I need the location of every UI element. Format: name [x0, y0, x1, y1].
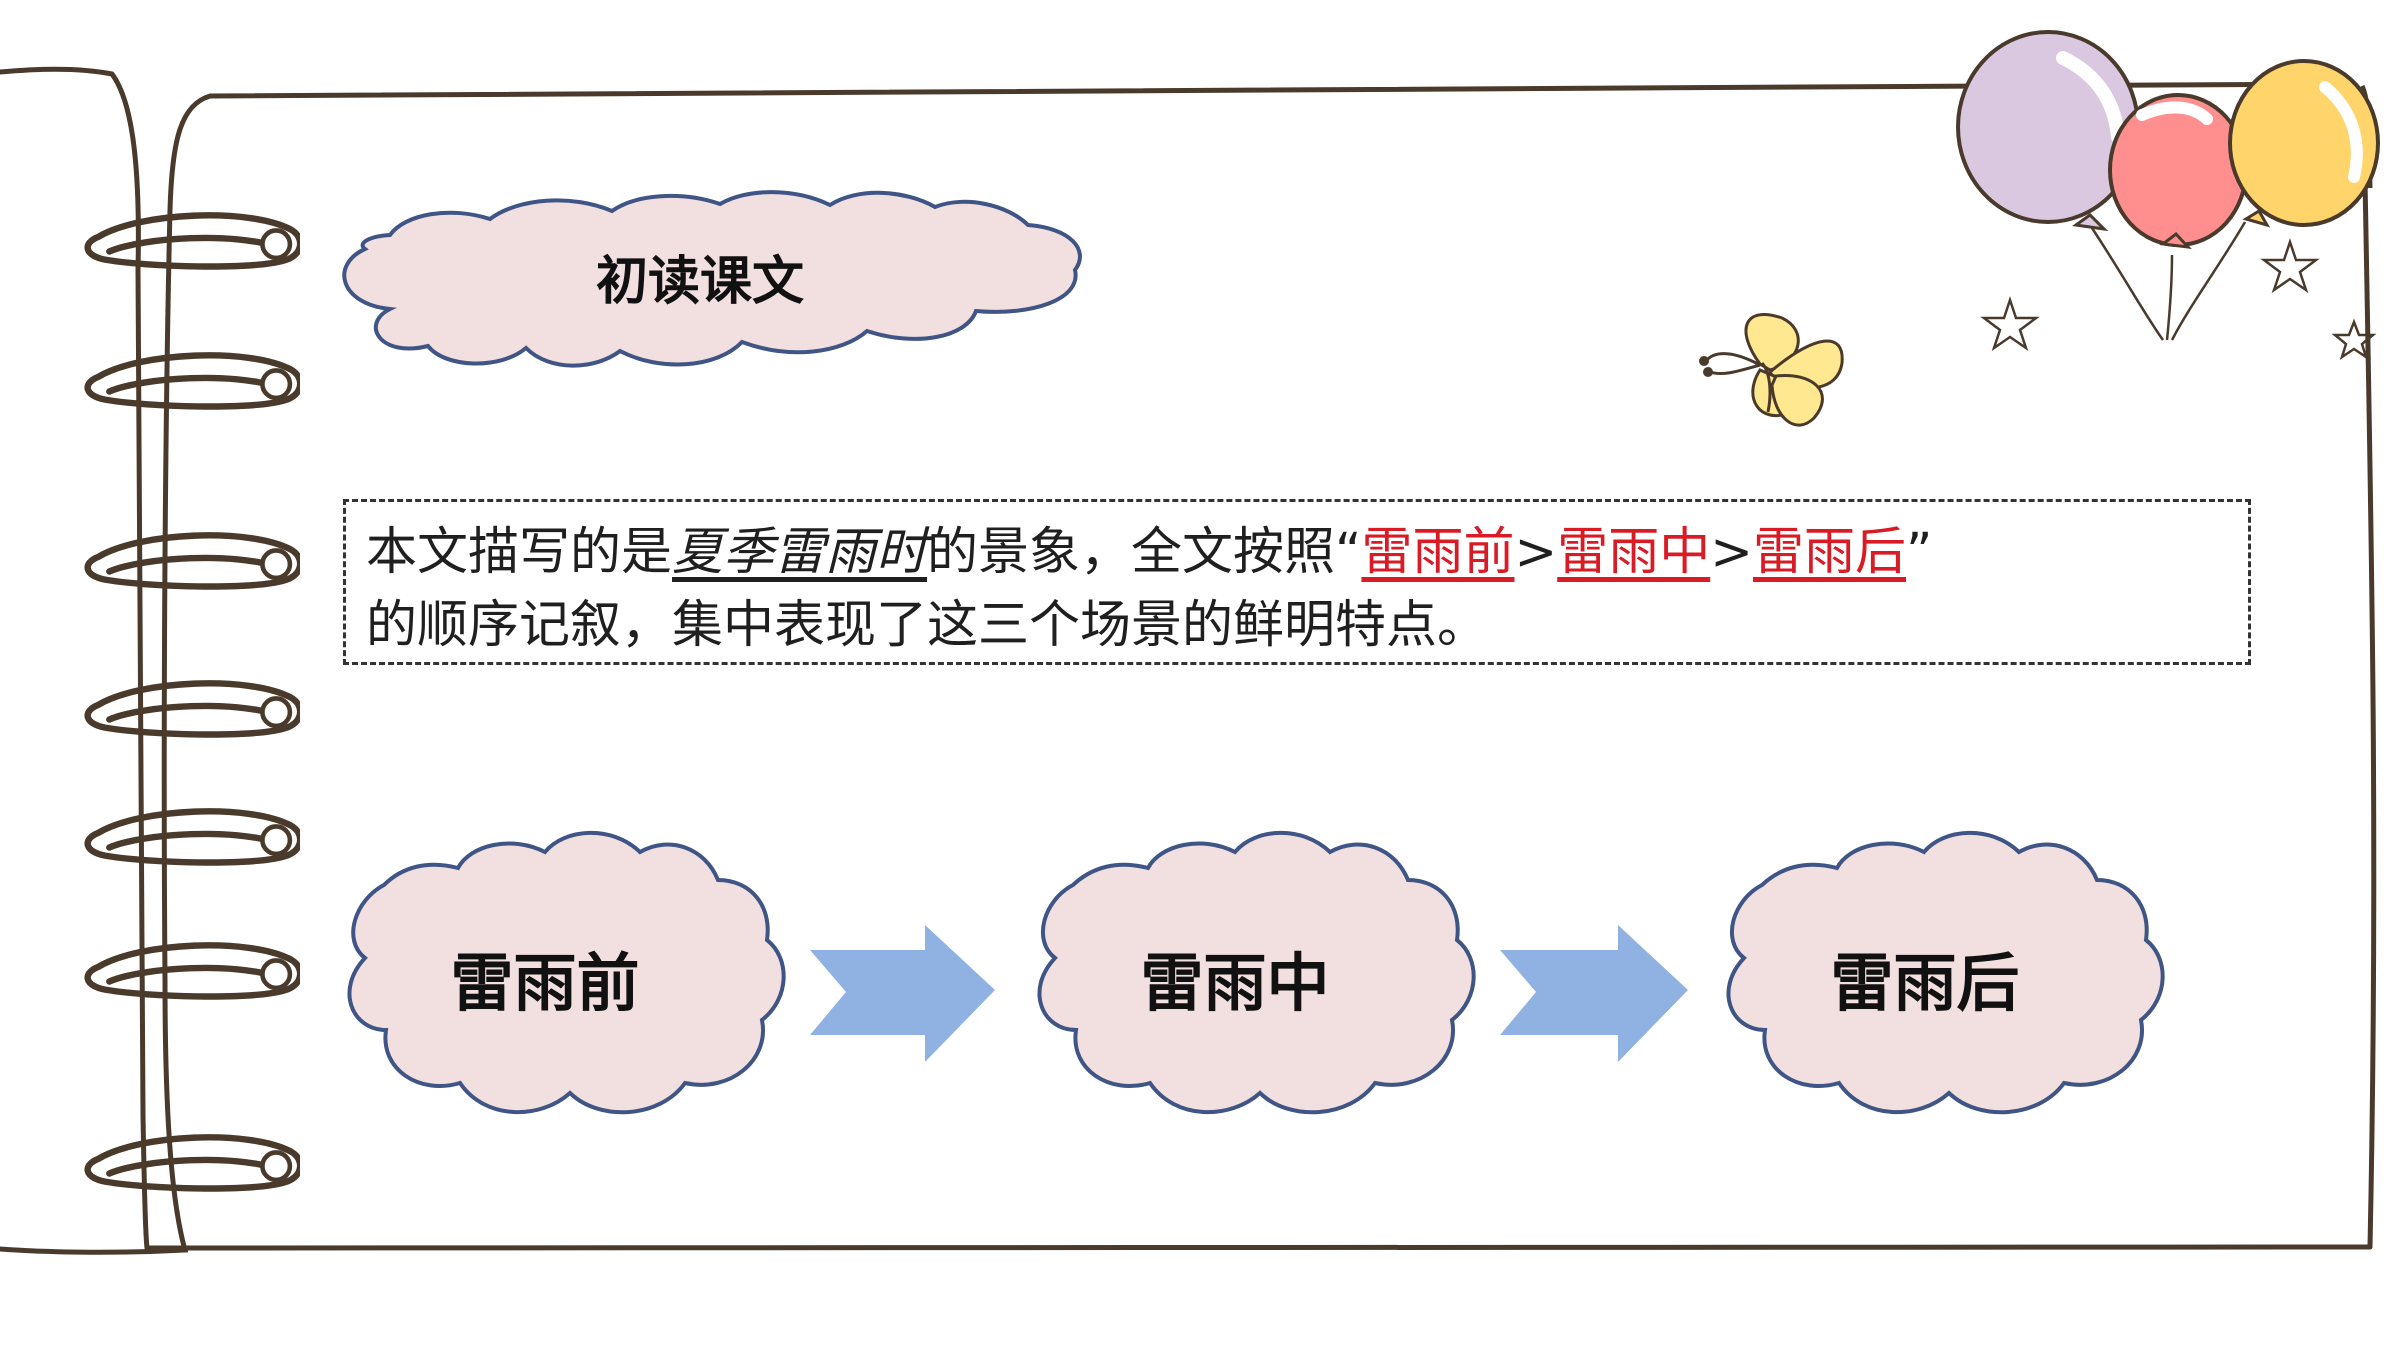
- star-icon: [2331, 318, 2377, 360]
- spiral-ring-icon: [88, 1137, 301, 1188]
- star-icon: [2260, 238, 2320, 294]
- flow-arrow-1: [810, 925, 995, 1062]
- flow-step-label: 雷雨后: [1831, 946, 2020, 1020]
- cloud-icon: [347, 830, 786, 1115]
- cloud-icon: [1037, 830, 1476, 1115]
- summary-emphasis: 夏季雷雨时: [672, 523, 928, 582]
- stars-decoration: [1980, 238, 2377, 360]
- right-arrow-icon: [1500, 925, 1688, 1062]
- summary-stage-1: 雷雨前: [1361, 523, 1515, 582]
- flow-step-label: 雷雨前: [451, 946, 640, 1020]
- flow-step-2: 雷雨中: [1037, 830, 1476, 1115]
- right-arrow-icon: [810, 925, 995, 1062]
- flow-step-label: 雷雨中: [1141, 946, 1330, 1020]
- cloud-icon: [1726, 830, 2165, 1115]
- summary-suffix: ”: [1905, 523, 1933, 582]
- summary-textbox: 本文描写的是夏季雷雨时的景象，全文按照“雷雨前>雷雨中>雷雨后” 的顺序记叙，集…: [343, 499, 2251, 665]
- spiral-ring-icon: [88, 535, 301, 586]
- summary-separator-1: >: [1514, 523, 1558, 582]
- flow-step-3: 雷雨后: [1726, 830, 2165, 1115]
- cloud-icon: [342, 190, 1082, 368]
- summary-stage-2: 雷雨中: [1557, 523, 1711, 582]
- balloon-icon: [2108, 93, 2248, 247]
- flow-arrow-2: [1500, 925, 1688, 1062]
- summary-middle: 的景象，全文按照“: [927, 523, 1362, 582]
- flow-step-1: 雷雨前: [347, 830, 786, 1115]
- balloons-decoration: [1956, 30, 2380, 341]
- summary-line-2: 的顺序记叙，集中表现了这三个场景的鲜明特点。: [366, 596, 1489, 655]
- summary-prefix: 本文描写的是: [366, 523, 673, 582]
- summary-separator-2: >: [1710, 523, 1753, 582]
- spiral-binding: [88, 215, 301, 1188]
- section-title: 初读课文: [596, 251, 804, 312]
- star-icon: [1980, 296, 2040, 352]
- butterfly-icon: [1699, 313, 1844, 427]
- section-title-cloud: 初读课文: [342, 190, 1082, 368]
- spiral-ring-icon: [88, 215, 301, 266]
- summary-stage-3: 雷雨后: [1752, 523, 1906, 582]
- spiral-ring-icon: [88, 811, 301, 862]
- summary-line-1: 本文描写的是夏季雷雨时的景象，全文按照“雷雨前>雷雨中>雷雨后”: [366, 516, 2230, 589]
- spiral-ring-icon: [88, 683, 301, 734]
- spiral-ring-icon: [88, 945, 301, 996]
- spiral-ring-icon: [88, 355, 301, 406]
